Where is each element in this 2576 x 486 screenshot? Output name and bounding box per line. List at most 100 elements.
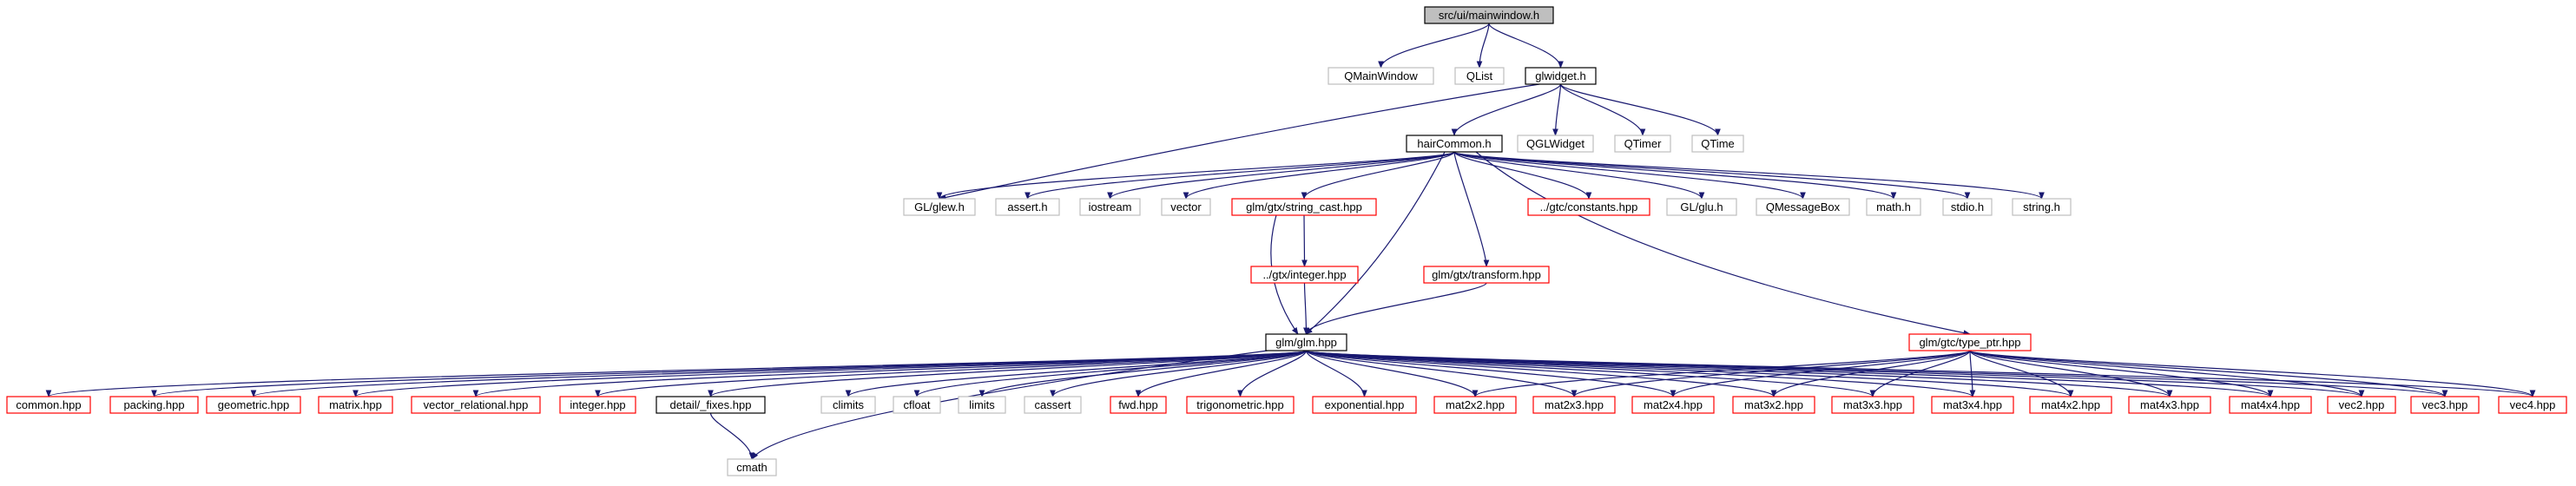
node-trig[interactable]: trigonometric.hpp [1186,396,1295,414]
node-label: QGLWidget [1526,137,1584,150]
node-common[interactable]: common.hpp [6,396,91,414]
node-expo[interactable]: exponential.hpp [1312,396,1417,414]
node-mat3x4[interactable]: mat3x4.hpp [1931,396,2014,414]
node-box [1265,333,1347,351]
node-fixes[interactable]: detail/_fixes.hpp [656,396,766,414]
node-box [1433,396,1517,414]
node-label: mat3x2.hpp [1744,398,1803,411]
node-box [1110,396,1167,414]
edge-glwidget-to-glew [939,83,1540,200]
node-label: exponential.hpp [1325,398,1405,411]
node-math: math.h [1866,198,1921,216]
node-label: glwidget.h [1535,69,1586,82]
node-vec2[interactable]: vec2.hpp [2327,396,2396,414]
node-box [2229,396,2312,414]
node-qlist: QList [1454,67,1505,85]
node-label: mat3x3.hpp [1843,398,1902,411]
node-box [2128,396,2211,414]
node-label: GL/glew.h [914,200,965,213]
node-label: mat4x4.hpp [2241,398,2300,411]
node-box [1328,67,1434,85]
node-label: ../gtc/constants.hpp [1540,200,1638,213]
node-assert: assert.h [995,198,1060,216]
node-label: mat2x4.hpp [1644,398,1703,411]
node-label: fwd.hpp [1118,398,1158,411]
edge-glm-to-mat3x2 [1305,350,1777,397]
node-label: hairCommon.h [1417,137,1491,150]
edge-glm-to-integer [595,350,1308,397]
node-label: cmath [736,461,767,474]
node-box [1186,396,1295,414]
edge-glm-to-mat2x4 [1305,350,1677,397]
node-mat2x2[interactable]: mat2x2.hpp [1433,396,1517,414]
node-gtxint[interactable]: ../gtx/integer.hpp [1250,266,1359,284]
node-box [2029,396,2112,414]
edge-haircommon-to-assert [1024,151,1455,200]
node-label: vec4.hpp [2510,398,2556,411]
edge-glm-to-mat2x3 [1305,350,1578,397]
node-label: cassert [1035,398,1071,411]
node-packing[interactable]: packing.hpp [109,396,199,414]
node-glwidget[interactable]: glwidget.h [1525,67,1597,85]
node-mat3x3[interactable]: mat3x3.hpp [1831,396,1914,414]
edge-glwidget-to-qtimer [1559,83,1646,136]
node-label: mat3x4.hpp [1943,398,2002,411]
node-label: trigonometric.hpp [1196,398,1283,411]
node-typeptr[interactable]: glm/gtc/type_ptr.hpp [1908,333,2032,351]
edge-typeptr-to-mat3x3 [1869,350,1971,397]
node-box [411,396,541,414]
node-mat4x3[interactable]: mat4x3.hpp [2128,396,2211,414]
node-box [1756,198,1850,216]
node-label: glm/gtc/type_ptr.hpp [1919,336,2020,349]
node-stringcast[interactable]: glm/gtx/string_cast.hpp [1231,198,1377,216]
edge-glm-to-vec4 [1305,350,2535,397]
node-label: mat2x3.hpp [1545,398,1604,411]
node-box [1866,198,1921,216]
node-gtcconst[interactable]: ../gtc/constants.hpp [1527,198,1650,216]
edge-typeptr-to-mat4x2 [1969,350,2074,397]
node-qtimer: QTimer [1614,135,1671,153]
edge-typeptr-to-mat2x3 [1571,350,1971,397]
node-label: QTimer [1624,137,1663,150]
node-label: vec3.hpp [2422,398,2468,411]
node-mat4x2[interactable]: mat4x2.hpp [2029,396,2112,414]
node-integer[interactable]: integer.hpp [559,396,636,414]
node-glm[interactable]: glm/glm.hpp [1265,333,1347,351]
node-matrix[interactable]: matrix.hpp [318,396,393,414]
edge-gtxtransform-to-glm [1303,282,1487,335]
node-mat4x4[interactable]: mat4x4.hpp [2229,396,2312,414]
edge-glwidget-to-qtime [1559,83,1721,136]
node-box [1942,198,1993,216]
edges-layer [46,23,2536,460]
node-haircommon[interactable]: hairCommon.h [1406,135,1503,153]
node-mat3x2[interactable]: mat3x2.hpp [1732,396,1815,414]
node-mat2x4[interactable]: mat2x4.hpp [1631,396,1715,414]
node-vec4[interactable]: vec4.hpp [2498,396,2567,414]
edge-glwidget-to-qglwidget [1552,83,1562,136]
edge-haircommon-to-glm [1305,151,1446,335]
node-box [893,396,941,414]
edge-root-to-qlist [1476,23,1490,69]
edge-root-to-qmainwindow [1378,23,1490,69]
node-box [2498,396,2567,414]
node-fwd[interactable]: fwd.hpp [1110,396,1167,414]
edge-typeptr-to-mat2x4 [1670,350,1971,397]
node-box [1161,198,1211,216]
node-qglwidget: QGLWidget [1517,135,1594,153]
node-box [109,396,199,414]
node-gtxtransform[interactable]: glm/gtx/transform.hpp [1423,266,1550,284]
node-geometric[interactable]: geometric.hpp [206,396,301,414]
edge-typeptr-to-mat2x2 [1472,350,1971,397]
node-root[interactable]: src/ui/mainwindow.h [1424,6,1554,24]
node-label: climits [833,398,865,411]
edge-glm-to-limits [978,350,1308,397]
node-vec3[interactable]: vec3.hpp [2410,396,2480,414]
node-vecrel[interactable]: vector_relational.hpp [411,396,541,414]
node-label: vector [1170,200,1202,213]
node-mat2x3[interactable]: mat2x3.hpp [1532,396,1616,414]
node-label: packing.hpp [123,398,184,411]
edge-glwidget-to-haircommon [1451,83,1562,136]
node-box [1454,67,1505,85]
edge-typeptr-to-vec2 [1969,350,2365,397]
